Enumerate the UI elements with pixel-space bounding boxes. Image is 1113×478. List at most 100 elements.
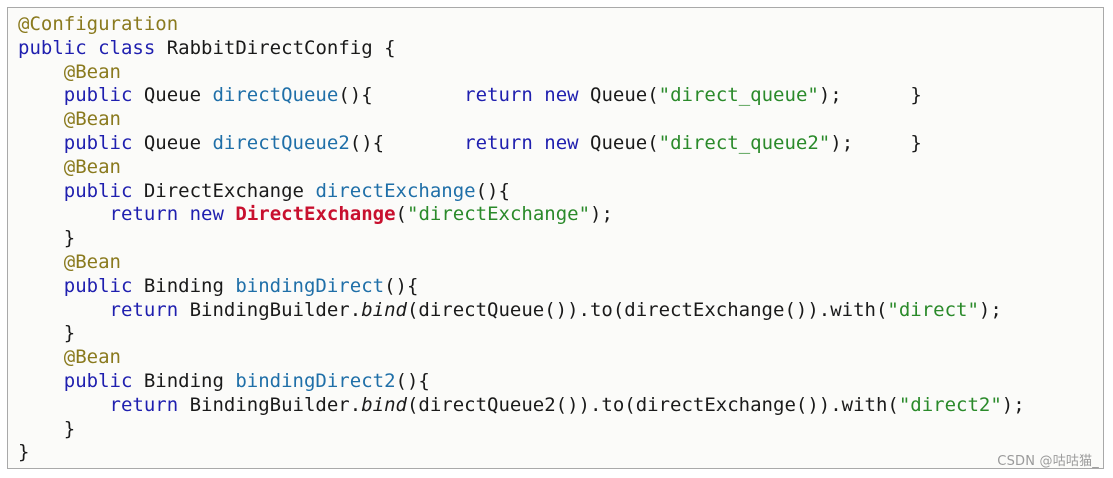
code-line: return BindingBuilder.bind(directQueue()… <box>18 299 1025 323</box>
code-token-ann: @Configuration <box>18 13 179 35</box>
code-token-plain: Queue( <box>578 131 659 154</box>
code-token-kw: return <box>464 84 533 107</box>
code-token-plain: ); <box>978 298 1002 321</box>
code-token-fn: bindingDirect2 <box>235 369 396 392</box>
code-line: public Queue directQueue(){ return new Q… <box>18 84 1025 108</box>
code-token-ann: @Bean <box>63 60 121 83</box>
code-line: public Binding bindingDirect(){ <box>18 275 1025 299</box>
code-token-str: "direct" <box>887 298 979 321</box>
code-token-ital: bind <box>361 393 407 416</box>
code-token-kw: new <box>544 131 579 154</box>
code-token-kw: return <box>109 393 179 416</box>
code-token-plain: ); } <box>830 131 922 154</box>
code-token-kw: public <box>63 131 133 154</box>
code-line: public DirectExchange directExchange(){ <box>18 180 1025 204</box>
code-token-plain: (directQueue()).to(directExchange()).wit… <box>406 298 888 321</box>
code-token-plain: BindingBuilder. <box>178 393 362 416</box>
code-token-kw: new <box>189 203 224 226</box>
code-token-ann: @Bean <box>63 346 121 369</box>
code-token-plain: Queue <box>132 84 213 107</box>
code-line: return BindingBuilder.bind(directQueue2(… <box>18 394 1025 418</box>
code-token-plain: } <box>18 417 76 440</box>
code-token-plain: ); <box>590 203 613 226</box>
code-token-plain <box>533 84 544 106</box>
code-token-plain: ( <box>395 203 407 226</box>
code-line: public Queue directQueue2(){ return new … <box>18 132 1025 156</box>
code-token-plain <box>533 132 544 154</box>
code-token-plain <box>18 61 64 83</box>
code-line: public class RabbitDirectConfig { <box>18 37 1025 61</box>
code-token-plain <box>18 346 64 368</box>
code-token-str: "direct2" <box>898 393 1002 416</box>
code-token-fn: bindingDirect <box>235 274 385 297</box>
code-token-plain: } <box>18 227 76 250</box>
code-token-ann: @Bean <box>63 250 121 273</box>
code-token-plain <box>18 180 64 202</box>
code-token-plain: (directQueue2()).to(directExchange()).wi… <box>406 393 899 416</box>
code-token-plain <box>18 299 110 321</box>
code-token-plain <box>18 370 64 392</box>
code-token-plain <box>18 84 64 106</box>
code-token-kw: public <box>63 179 133 202</box>
code-token-plain <box>18 156 64 178</box>
code-token-plain: (){ <box>338 84 465 107</box>
code-line: @Bean <box>18 156 1025 180</box>
code-line: @Bean <box>18 346 1025 370</box>
code-token-plain <box>18 394 110 416</box>
code-token-hl: DirectExchange <box>235 203 396 226</box>
code-token-plain: Binding <box>132 274 236 297</box>
code-token-plain: (){ <box>475 179 510 202</box>
code-token-ann: @Bean <box>63 108 121 131</box>
code-token-plain <box>18 203 110 225</box>
code-token-kw: return <box>109 298 179 321</box>
code-token-plain: (){ <box>349 131 465 154</box>
code-token-kw: public <box>63 369 133 392</box>
watermark: CSDN @咕咕猫_ <box>997 454 1099 469</box>
code-token-fn: directExchange <box>315 179 476 202</box>
code-token-plain <box>18 108 64 130</box>
code-token-kw: public <box>63 84 133 107</box>
code-token-kw: public <box>63 274 133 297</box>
code-token-kw: class <box>98 36 156 59</box>
code-line: return new DirectExchange("directExchang… <box>18 203 1025 227</box>
code-token-kw: return <box>109 203 179 226</box>
code-token-kw: public <box>18 36 87 59</box>
code-token-plain: Queue( <box>578 84 659 107</box>
code-token-plain: (){ <box>395 369 430 392</box>
code-token-plain <box>18 251 64 273</box>
code-line: } <box>18 227 1025 251</box>
code-token-plain: (){ <box>384 274 419 297</box>
code-token-fn: directQueue <box>212 84 339 107</box>
code-token-plain <box>18 275 64 297</box>
code-token-plain: } <box>18 322 76 345</box>
code-line: } <box>18 441 1025 465</box>
code-token-kw: new <box>544 84 579 107</box>
code-token-plain <box>178 203 189 225</box>
code-token-plain: } <box>18 441 30 464</box>
code-line: } <box>18 418 1025 442</box>
code-token-plain: Queue <box>132 131 213 154</box>
code-line: @Bean <box>18 61 1025 85</box>
code-token-ital: bind <box>361 298 407 321</box>
code-token-fn: directQueue2 <box>212 131 350 154</box>
code-token-ann: @Bean <box>63 155 121 178</box>
code-token-plain: RabbitDirectConfig { <box>155 36 396 59</box>
code-line: public Binding bindingDirect2(){ <box>18 370 1025 394</box>
code-line: } <box>18 322 1025 346</box>
code-line: @Bean <box>18 108 1025 132</box>
code-token-plain <box>224 203 235 225</box>
code-token-plain: ); } <box>818 84 922 107</box>
code-token-plain: BindingBuilder. <box>178 298 362 321</box>
code-token-plain: ); <box>1001 393 1025 416</box>
code-token-str: "direct_queue2" <box>658 131 831 154</box>
code-token-plain <box>87 37 98 59</box>
code-line: @Bean <box>18 251 1025 275</box>
code-token-str: "direct_queue" <box>658 84 819 107</box>
code-token-plain: Binding <box>132 369 236 392</box>
code-token-kw: return <box>464 131 533 154</box>
code-token-plain <box>18 132 64 154</box>
code-token-str: "directExchange" <box>407 203 591 226</box>
code-token-plain: DirectExchange <box>132 179 316 202</box>
